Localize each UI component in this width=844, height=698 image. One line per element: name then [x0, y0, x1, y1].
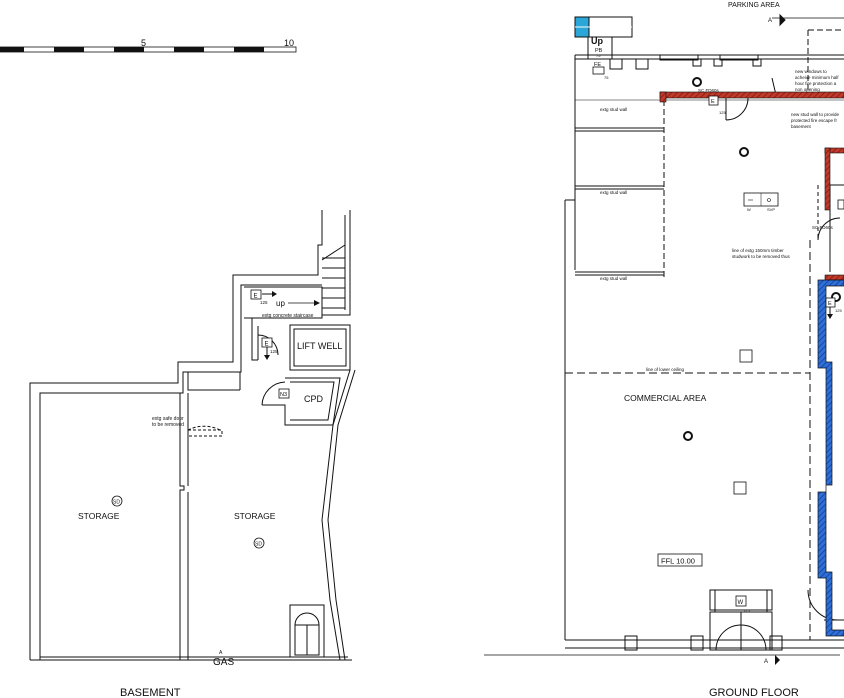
smoke-detector-icon: SD: [253, 537, 265, 549]
room-label-cpd: CPD: [304, 394, 324, 404]
fe-tag: FE: [594, 62, 601, 68]
stud-wall-note: extg stud wall: [600, 190, 627, 195]
basement-up-label: up: [276, 299, 285, 308]
scale-bar: 5 10: [0, 38, 297, 53]
safe-door-note: to be removed: [152, 422, 184, 428]
svg-text:W: W: [747, 207, 751, 212]
timber-note: line of extg 150mm timber: [732, 248, 784, 253]
timber-note: studwork to be removed thus: [732, 254, 791, 259]
svg-text:SD: SD: [113, 500, 120, 506]
fe-size: 75: [604, 75, 609, 80]
svg-text:125: 125: [260, 300, 268, 305]
room-label-storage: STORAGE: [234, 511, 276, 521]
pb-tag: PB: [595, 48, 603, 54]
svg-text:E: E: [711, 99, 715, 105]
section-marker: A: [219, 650, 223, 656]
ground-exit-tag-3: [837, 199, 844, 210]
fire-extinguisher-icon: [592, 66, 605, 75]
ground-floor-plan: [484, 13, 844, 656]
lower-ceiling-note: line of lower ceiling: [646, 367, 685, 372]
new-stud-note: new stud wall to provide: [791, 112, 840, 117]
column-icon: [692, 77, 702, 87]
ground-up-label: Up: [591, 36, 603, 46]
room-label-storage: STORAGE: [78, 511, 120, 521]
smoke-detector-icon: SD: [111, 495, 123, 507]
svg-text:125: 125: [719, 110, 726, 115]
new-stud-note: basement: [791, 124, 812, 129]
stud-wall-note: extg stud wall: [600, 107, 627, 112]
svg-text:N3: N3: [280, 392, 287, 398]
svg-text:125: 125: [270, 349, 278, 354]
column-icon: [739, 147, 749, 157]
svg-text:125: 125: [835, 308, 842, 313]
new-windows-note: non opening: [795, 87, 820, 92]
svg-text:E: E: [254, 294, 258, 300]
basement-exit-tag-2: E 125: [261, 337, 278, 360]
svg-text:SD: SD: [255, 542, 262, 548]
svg-text:W: W: [738, 600, 744, 606]
basement-exit-tag-1: E 125: [250, 289, 277, 305]
basement-title: BASEMENT: [120, 687, 181, 698]
room-label-commercial: COMMERCIAL AREA: [624, 393, 707, 403]
parking-area-label: PARKING AREA: [728, 2, 780, 9]
scale-tick-5: 5: [141, 38, 146, 48]
stud-wall-note: extg stud wall: [600, 276, 627, 281]
new-windows-note: acheive minimum half: [795, 75, 839, 80]
wc-svp-fixture: W SVP: [743, 192, 779, 212]
section-marker-top: A: [768, 18, 772, 24]
fd60-note: SC FD60s: [698, 88, 720, 93]
gas-label: GAS: [213, 657, 234, 668]
new-windows-note: new windows to: [795, 69, 827, 74]
ground-floor-title: GROUND FLOOR: [709, 687, 799, 698]
svg-text:E: E: [828, 301, 832, 307]
ffl-box: [657, 553, 703, 567]
column-box: [739, 349, 753, 363]
pb-size: 75: [596, 53, 601, 58]
new-windows-note: hour fire protection a: [795, 81, 837, 86]
basement-plan: [29, 210, 356, 661]
section-marker-bottom: A: [764, 659, 768, 665]
svg-text:125: 125: [743, 608, 750, 613]
room-label-lift-well: LIFT WELL: [297, 341, 342, 351]
scale-tick-10: 10: [284, 38, 294, 48]
staircase-note: extg concrete staircase: [262, 313, 314, 319]
column-box: [733, 481, 747, 495]
fire-protected-wall-blue: [817, 279, 844, 637]
safe-door-note: extg safe door: [152, 416, 184, 422]
ground-exit-tag-4: W 125: [735, 595, 750, 613]
new-stud-note: protected fire escape fr: [791, 118, 838, 123]
ffl-label: FFL 10.00: [661, 557, 695, 566]
svg-text:E: E: [265, 342, 269, 348]
basement-n3-tag: N3: [278, 388, 290, 399]
fd60-note: SC FD60s: [812, 225, 834, 230]
ground-exit-tag-2: E 125: [825, 297, 842, 319]
ground-exit-tag-1: E 125: [708, 95, 726, 115]
svg-text:SVP: SVP: [767, 207, 775, 212]
column-icon: [683, 431, 693, 441]
